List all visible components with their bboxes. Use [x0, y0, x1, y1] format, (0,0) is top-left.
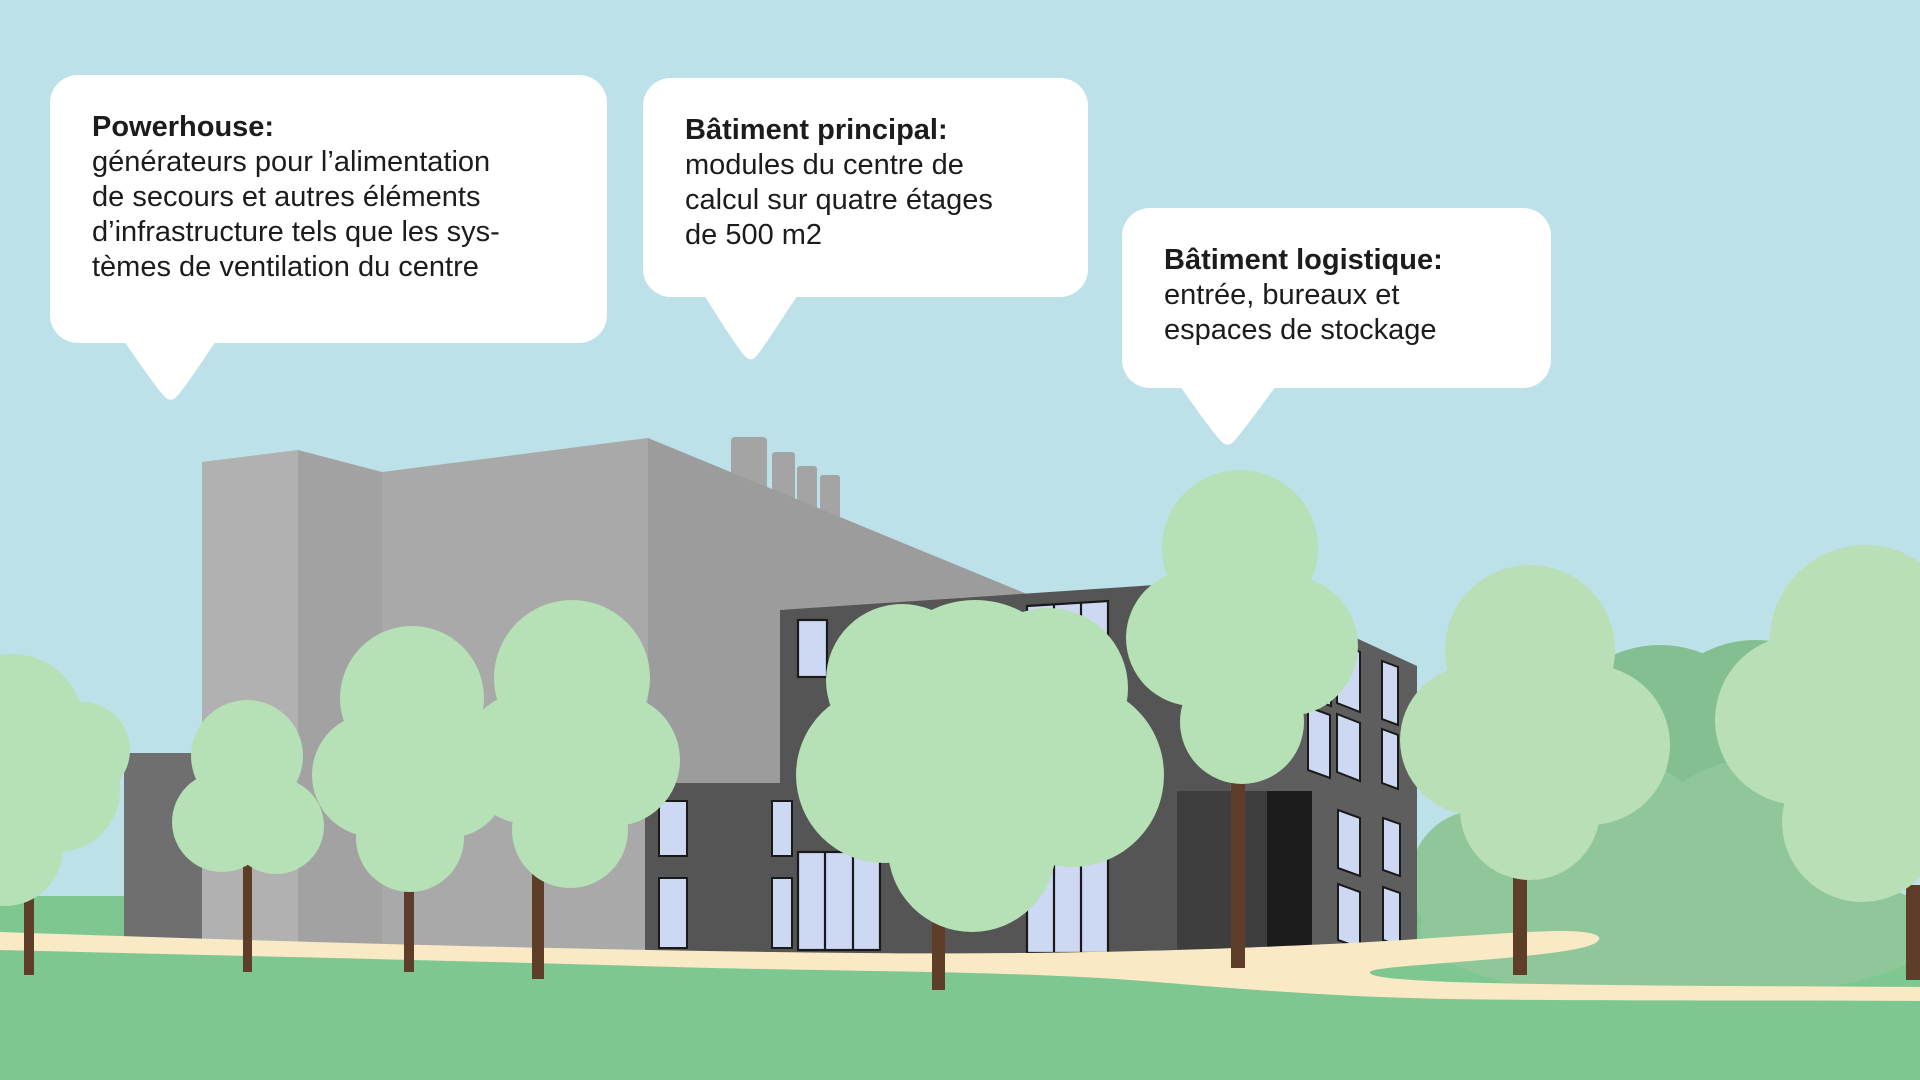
- entrance-door: [1267, 791, 1312, 951]
- window: [1307, 705, 1331, 780]
- window: [1336, 712, 1361, 783]
- tree: [1400, 565, 1670, 880]
- tree-trunk: [532, 855, 544, 979]
- tree: [312, 626, 508, 892]
- callout-title: Bâtiment logistique:: [1164, 244, 1443, 276]
- callout-body: entrée, bureaux et espaces de stockage: [1164, 279, 1437, 346]
- window: [1337, 808, 1361, 878]
- callout-title: Powerhouse:: [92, 111, 275, 143]
- tree-trunk: [1231, 760, 1245, 968]
- window: [658, 877, 688, 949]
- tree-trunk: [243, 850, 252, 972]
- callout-powerhouse: Powerhouse: générateurs pour l’alimentat…: [50, 75, 607, 400]
- tree: [1126, 470, 1358, 784]
- callout-body: modules du centre de calcul sur quatre é…: [685, 149, 993, 251]
- tree: [172, 700, 324, 874]
- tree: [0, 654, 130, 906]
- window: [771, 877, 793, 949]
- entrance-block: [1177, 791, 1267, 953]
- window: [658, 800, 688, 857]
- speech-bubble-tail: [704, 295, 798, 360]
- tree: [796, 600, 1164, 932]
- window: [796, 850, 882, 952]
- window: [796, 618, 829, 679]
- tree-trunk: [24, 880, 34, 975]
- window: [1381, 659, 1399, 727]
- tree-trunk: [1906, 885, 1920, 980]
- callout-batiment-principal: Bâtiment principal: modules du centre de…: [643, 78, 1088, 360]
- callout-body: générateurs pour l’alimentation de secou…: [92, 146, 500, 283]
- tree: [462, 600, 680, 888]
- low-wing-windows: [658, 800, 793, 949]
- speech-bubble-tail: [1180, 386, 1276, 445]
- window: [1337, 882, 1361, 950]
- window: [1382, 816, 1401, 878]
- tree-foliage: [1420, 860, 1920, 1000]
- window: [1382, 885, 1401, 948]
- speech-bubble-tail: [124, 341, 216, 400]
- path-walkway: [0, 931, 1920, 1001]
- tree-trunk: [404, 840, 414, 972]
- window: [1381, 727, 1399, 791]
- callout-title: Bâtiment principal:: [685, 114, 948, 146]
- tree: [1715, 545, 1920, 902]
- window: [771, 800, 793, 857]
- trees-foreground: [0, 470, 1920, 932]
- callout-batiment-logistique: Bâtiment logistique: entrée, bureaux et …: [1122, 208, 1551, 445]
